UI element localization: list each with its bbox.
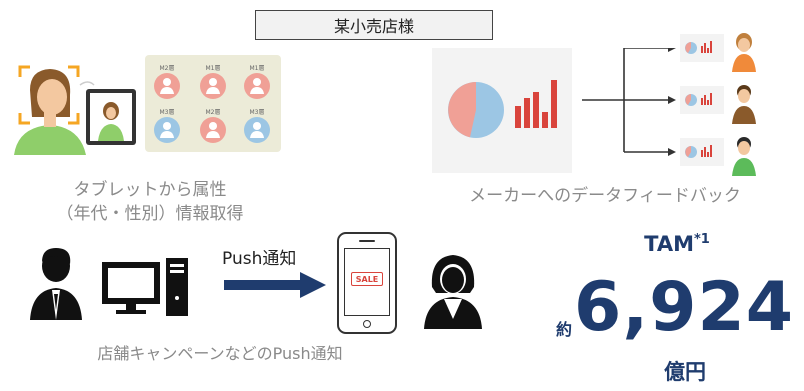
tam-footnote: *1 — [694, 232, 710, 247]
home-button-icon — [363, 320, 371, 328]
push-arrow-icon — [224, 272, 326, 298]
recipient-row-1 — [680, 33, 756, 72]
woman-with-tablet-illustration — [14, 65, 136, 155]
person-avatar-icon — [244, 73, 270, 99]
tam-approx: 約 — [556, 320, 573, 339]
person-avatar-icon — [154, 117, 180, 143]
face-detect-bracket-icon — [18, 65, 80, 125]
bar-chart-icon — [515, 80, 557, 128]
speaker-icon — [359, 240, 375, 242]
segment-label: M2層 — [205, 109, 221, 116]
tam-label-text: TAM — [644, 232, 694, 256]
smartphone-icon: SALE — [337, 232, 397, 334]
push-caption: 店舗キャンペーンなどのPush通知 — [97, 344, 343, 363]
segment-grid: M2層 M1層 M1層 M3層 M2層 M3層 — [145, 55, 281, 152]
arrow-head-icons — [668, 48, 676, 156]
person-avatar-icon — [200, 117, 226, 143]
tablet-caption-line2: （年代・性別）情報取得 — [56, 204, 244, 224]
segment-label: M3層 — [249, 109, 265, 116]
branch-connector — [582, 48, 668, 153]
push-label: Push通知 — [222, 249, 297, 269]
tablet-caption-line1: タブレットから属性 — [73, 180, 227, 200]
shopper-icon — [424, 255, 482, 329]
tam-label: TAM*1 — [632, 232, 722, 256]
maker-feedback-diagram — [432, 48, 676, 173]
tam-value: 6,924 — [574, 268, 795, 347]
sale-tag-icon: SALE — [351, 272, 383, 286]
pc-icon — [102, 258, 188, 316]
person-avatar-icon — [200, 73, 226, 99]
segment-label: M3層 — [159, 109, 175, 116]
segment-label: M1層 — [249, 65, 265, 72]
tablet-caption: タブレットから属性 （年代・性別）情報取得 — [20, 178, 280, 226]
maker-caption: メーカーへのデータフィードバック — [469, 186, 741, 206]
recipient-rows — [680, 33, 756, 176]
pie-icon — [448, 82, 504, 138]
tam-unit: 億円 — [664, 360, 706, 384]
store-label: 某小売店様 — [255, 10, 493, 40]
person-avatar-icon — [154, 73, 180, 99]
person-avatar-icon — [244, 117, 270, 143]
segment-label: M1層 — [205, 65, 221, 72]
phone-screen — [344, 248, 390, 316]
recipient-row-3 — [680, 137, 756, 176]
segment-label: M2層 — [159, 65, 175, 72]
staff-and-pc-icon — [30, 248, 188, 320]
recipient-row-2 — [680, 85, 756, 124]
